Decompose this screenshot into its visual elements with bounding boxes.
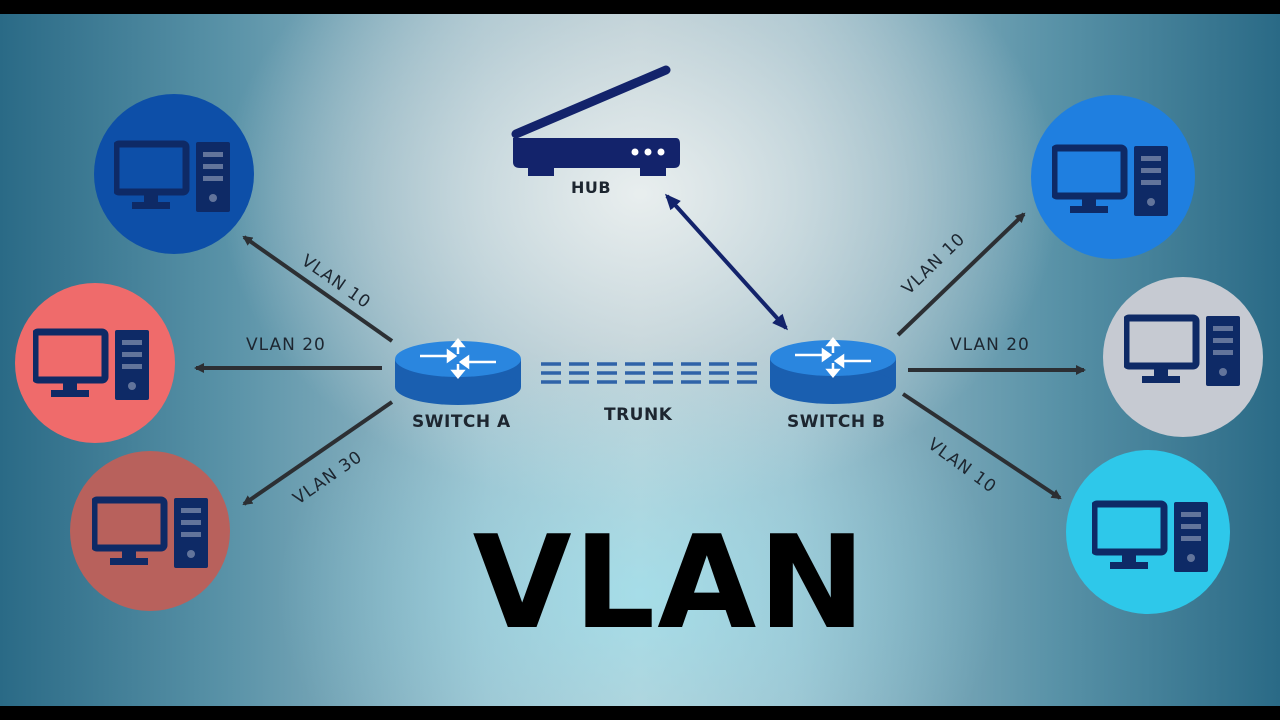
switch-b-device	[770, 337, 896, 404]
link-arrow-b-top	[896, 212, 1026, 337]
hub-link-arrow	[664, 193, 789, 331]
page-title: VLAN	[472, 509, 868, 658]
link-arrow-a-top	[242, 235, 394, 343]
pc-node-a1	[94, 94, 254, 254]
switch-a-device	[395, 338, 521, 405]
hub-label: HUB	[571, 178, 612, 197]
pc-node-b3	[1066, 450, 1230, 614]
pc-node-b2	[1103, 277, 1263, 437]
pc-node-b1	[1031, 95, 1195, 259]
link-label-a-mid: VLAN 20	[246, 335, 326, 355]
trunk-label: TRUNK	[604, 405, 673, 425]
network-diagram	[15, 65, 1263, 614]
pc-node-a3	[70, 451, 230, 611]
link-label-b-mid: VLAN 20	[950, 335, 1030, 355]
hub-device	[511, 65, 680, 176]
link-arrow-a-bottom	[242, 400, 394, 506]
switch-a-label: SWITCH A	[412, 412, 511, 432]
diagram-canvas: VLAN 10 VLAN 20 VLAN 30 VLAN 10 VLAN 20 …	[0, 14, 1280, 706]
switch-b-label: SWITCH B	[787, 412, 886, 432]
pc-node-a2	[15, 283, 175, 443]
link-arrow-b-bottom	[901, 392, 1062, 500]
trunk-link	[541, 362, 760, 384]
